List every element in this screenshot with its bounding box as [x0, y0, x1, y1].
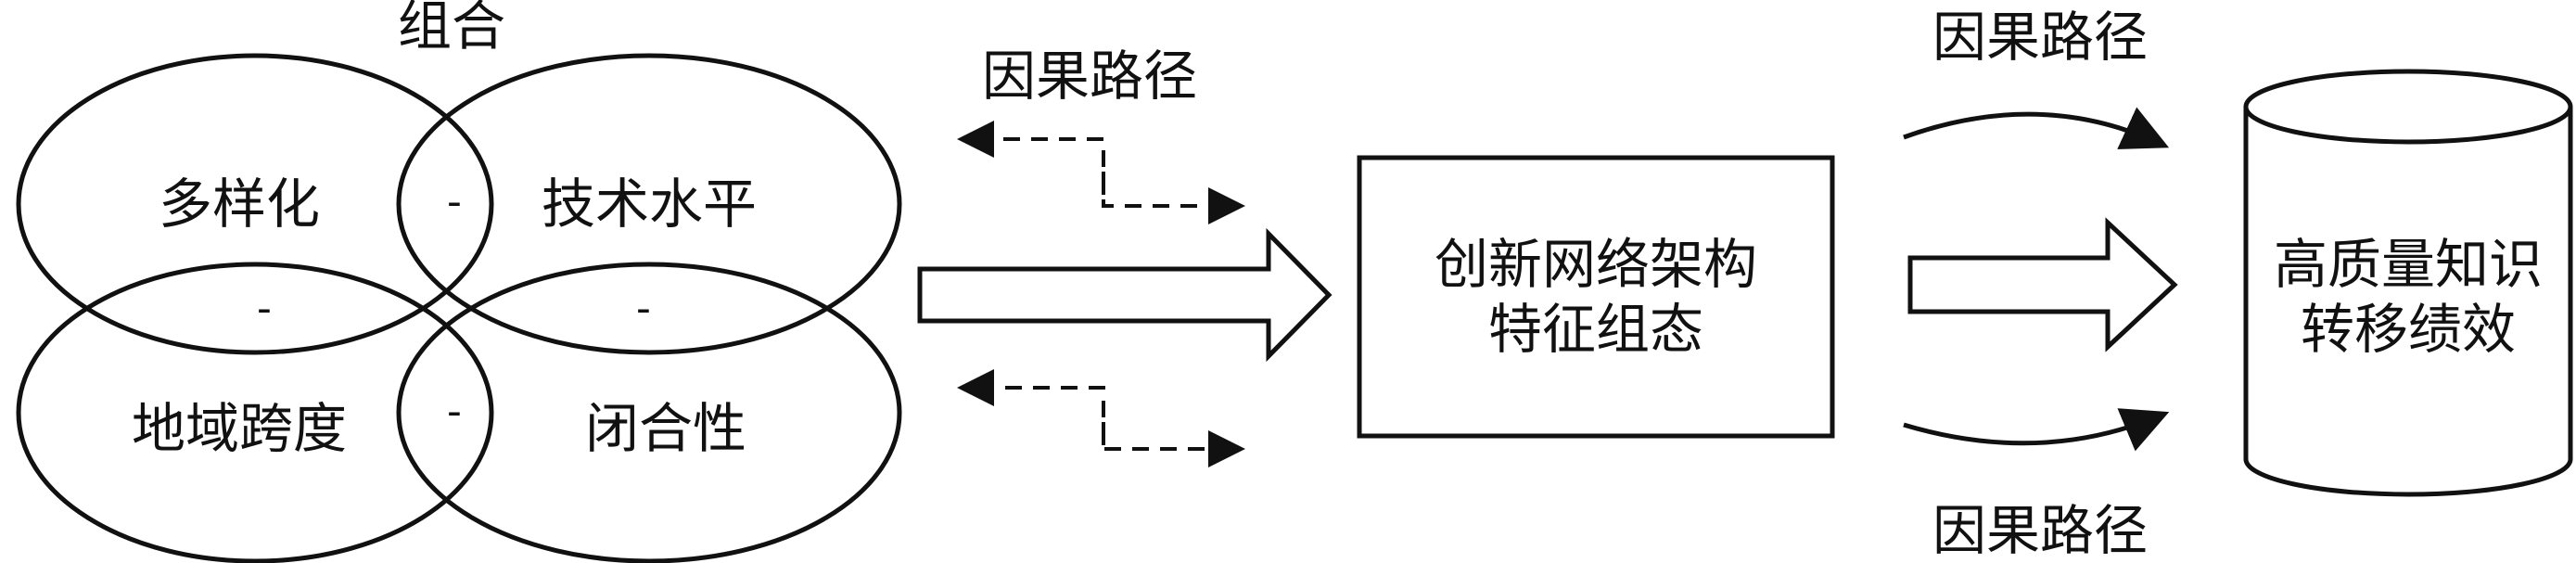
dashed-arrow-bottom-right [1102, 422, 1245, 467]
sign-bottom-overlap: - [447, 388, 462, 435]
combination-title: 组合 [398, 0, 505, 58]
center-box-line1: 创新网络架构 [1435, 233, 1757, 296]
sign-left-overlap: - [257, 285, 272, 332]
cylinder-top [2243, 69, 2573, 145]
block-arrow-left [917, 227, 1333, 363]
label-geo-span: 地域跨度 [132, 397, 347, 460]
ellipse-diversity [16, 53, 494, 355]
causal-path-label-left: 因果路径 [982, 45, 1197, 108]
label-closure: 闭合性 [585, 397, 746, 460]
label-tech-level: 技术水平 [542, 173, 757, 236]
cylinder-body [2243, 107, 2573, 497]
dashed-arrow-bottom-left [957, 369, 1105, 445]
ellipse-geo-span [16, 262, 494, 563]
dashed-arrow-top-right [1102, 172, 1245, 224]
curved-arrow-bottom [1903, 408, 2170, 452]
center-box-line2: 特征组态 [1488, 298, 1703, 361]
outcome-line2: 转移绩效 [2301, 298, 2516, 361]
block-arrow-right [1907, 217, 2178, 352]
causal-path-label-top: 因果路径 [1932, 6, 2148, 69]
causal-path-label-bottom: 因果路径 [1932, 499, 2148, 562]
ellipse-closure [396, 262, 902, 563]
outcome-line1: 高质量知识 [2274, 233, 2543, 296]
center-box [1357, 155, 1835, 439]
sign-top-overlap: - [447, 178, 462, 225]
sign-right-overlap: - [636, 285, 651, 332]
curved-arrow-top [1903, 107, 2170, 149]
dashed-arrow-top-left [957, 121, 1105, 195]
ellipse-tech-level [396, 53, 902, 355]
label-diversity: 多样化 [159, 173, 320, 236]
